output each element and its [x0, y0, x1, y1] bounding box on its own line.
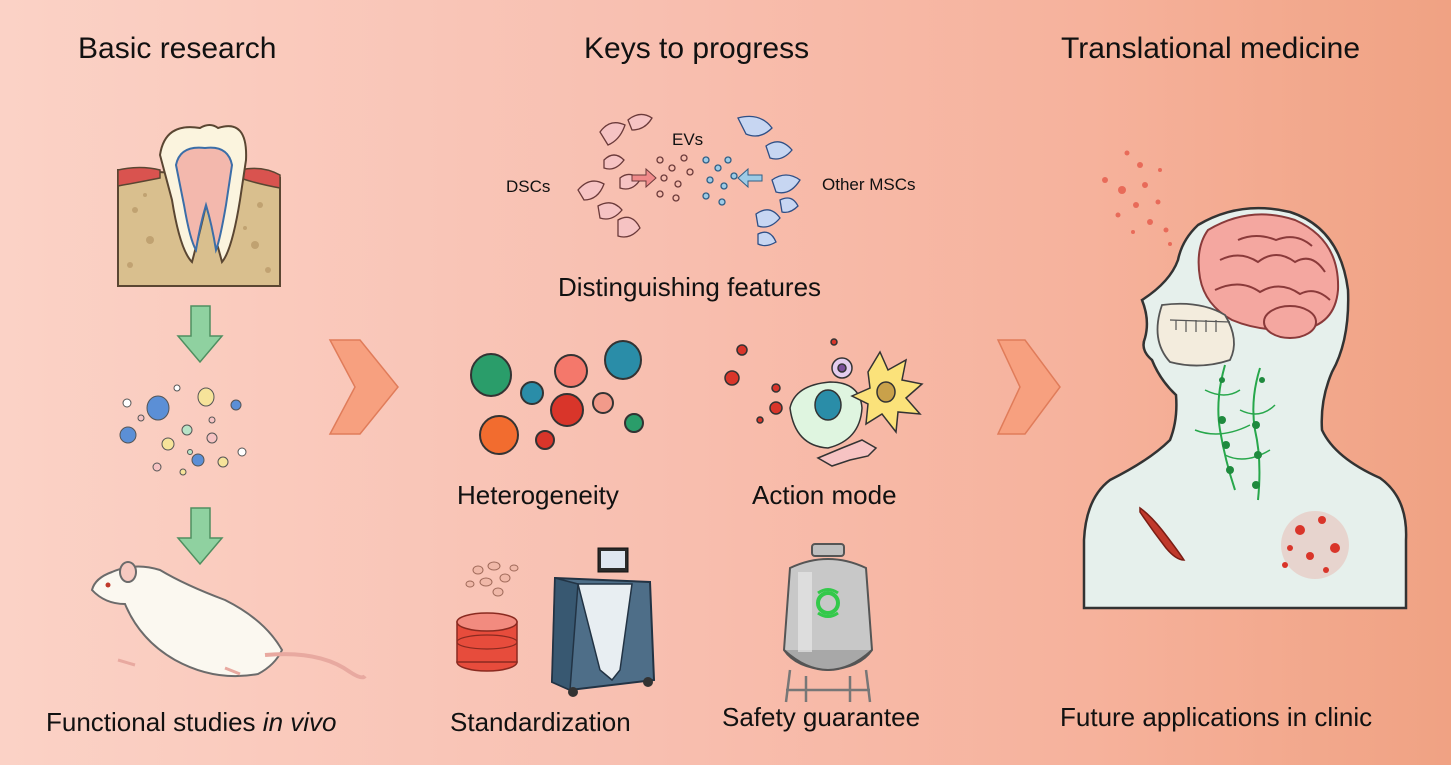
- label-distinguishing-features: Distinguishing features: [558, 272, 822, 302]
- label-dscs: DSCs: [506, 177, 551, 196]
- action-mode-cells-icon: [724, 338, 924, 467]
- rat-illustration: [90, 561, 367, 680]
- label-in-vivo: in vivo: [262, 707, 337, 737]
- tooth-illustration: [117, 124, 281, 287]
- down-arrow-icon: [176, 305, 224, 364]
- heterogeneity-cells-icon: [470, 340, 644, 455]
- label-functional-prefix: Functional studies: [46, 707, 263, 737]
- label-action-mode: Action mode: [752, 480, 897, 510]
- mscs-cells-icon: [737, 115, 801, 247]
- dscs-cells-icon: [577, 113, 653, 238]
- safety-tank-icon: [782, 543, 874, 703]
- label-other-mscs: Other MSCs: [822, 175, 916, 194]
- evs-dots-icon: [656, 154, 694, 202]
- label-functional-studies: Functional studies in vivo: [46, 707, 337, 738]
- right-arrow-icon: [996, 339, 1061, 435]
- label-heterogeneity: Heterogeneity: [457, 480, 619, 510]
- section-title-keys-to-progress: Keys to progress: [584, 32, 810, 65]
- section-title-translational-medicine: Translational medicine: [1061, 32, 1361, 65]
- evs-dots-icon: [702, 156, 738, 206]
- particles-cluster: [119, 384, 247, 476]
- section-title-basic-research: Basic research: [78, 32, 277, 65]
- right-arrow-icon: [328, 339, 399, 435]
- label-standardization: Standardization: [450, 707, 631, 737]
- label-evs: EVs: [672, 130, 704, 149]
- right-arrow-icon: [631, 167, 657, 189]
- left-arrow-icon: [737, 167, 763, 189]
- down-arrow-icon: [176, 507, 224, 566]
- label-safety-guarantee: Safety guarantee: [722, 702, 921, 732]
- standardization-equipment-icon: [456, 547, 656, 697]
- label-future-applications: Future applications in clinic: [1060, 702, 1373, 732]
- human-bust-illustration: [1082, 150, 1408, 610]
